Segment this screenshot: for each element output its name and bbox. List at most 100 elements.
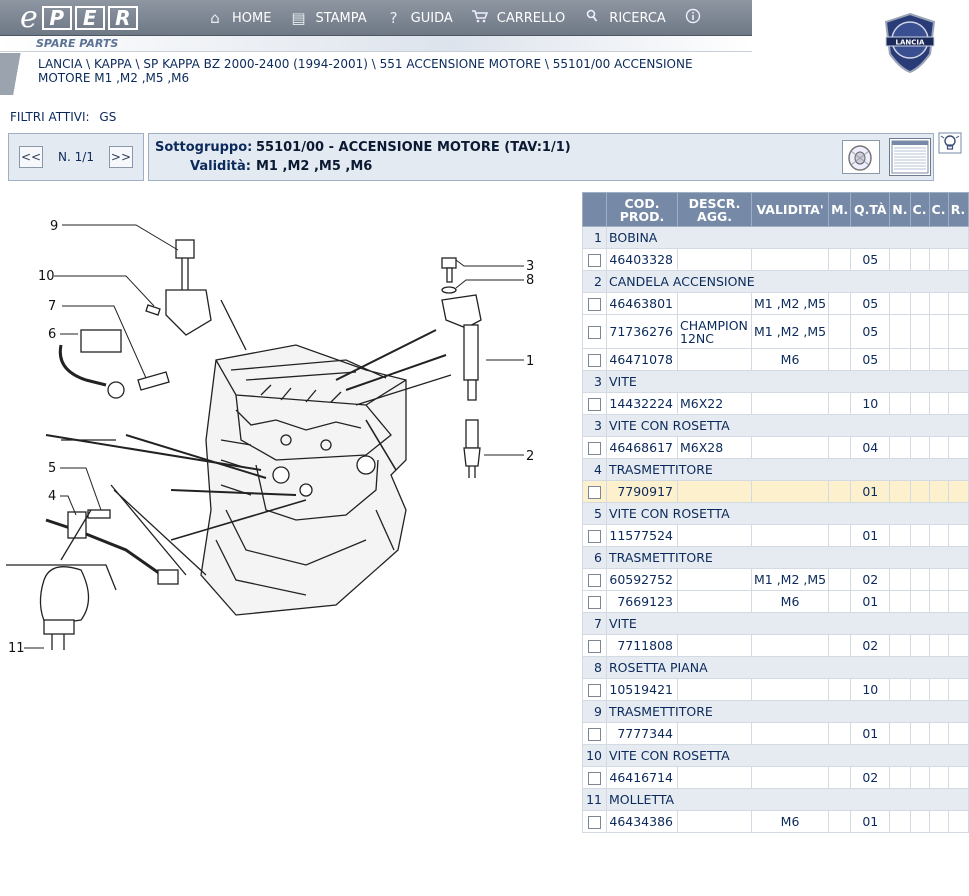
part-code[interactable]: 7790917 [606, 480, 678, 503]
part-qta: 04 [850, 436, 891, 459]
part-select-cell [582, 314, 607, 349]
part-code[interactable]: 7711808 [606, 634, 678, 657]
part-descr [677, 248, 752, 271]
part-descr [677, 810, 752, 833]
col-header-qta[interactable]: Q.TÀ [850, 192, 891, 227]
part-r [947, 568, 969, 591]
breadcrumb-decoration [0, 53, 30, 95]
part-n [889, 348, 911, 371]
part-select-checkbox[interactable] [588, 772, 601, 785]
part-code[interactable]: 11577524 [606, 524, 678, 547]
part-select-checkbox[interactable] [588, 254, 601, 267]
col-header-descr[interactable]: DESCR.AGG. [677, 192, 752, 227]
spare-parts-label: SPARE PARTS [36, 37, 119, 50]
col-header-c2[interactable]: C. [928, 192, 949, 227]
part-descr-text: M6X28 [680, 440, 724, 455]
part-select-cell [582, 248, 607, 271]
part-code[interactable]: 46434386 [606, 810, 678, 833]
part-select-cell [582, 392, 607, 415]
part-descr [677, 568, 752, 591]
top-toolbar: e P E R ⌂ HOME ▤ STAMPA ? GUIDA CARRELLO… [0, 0, 752, 36]
nav-print[interactable]: ▤ STAMPA [279, 0, 374, 36]
part-select-checkbox[interactable] [588, 816, 601, 829]
col-header-m[interactable]: M. [828, 192, 852, 227]
part-code[interactable]: 46471078 [606, 348, 678, 371]
group-number: 3 [582, 414, 607, 437]
validity-label: Validità: [190, 159, 251, 174]
logo-e-glyph: e [20, 0, 38, 35]
col-header-r[interactable]: R. [947, 192, 969, 227]
part-r [947, 480, 969, 503]
next-page-button[interactable]: >> [108, 146, 133, 168]
part-row[interactable]: 7711808 02 [582, 634, 969, 657]
part-c2 [928, 248, 949, 271]
part-select-checkbox[interactable] [588, 326, 601, 339]
nav-help[interactable]: ? GUIDA [375, 0, 461, 36]
part-select-checkbox[interactable] [588, 728, 601, 741]
part-code[interactable]: 10519421 [606, 678, 678, 701]
col-header-validity[interactable]: VALIDITA' [750, 192, 830, 227]
component-view-button[interactable] [842, 140, 880, 174]
col-header-n[interactable]: N. [889, 192, 911, 227]
col-header-c1[interactable]: C. [909, 192, 930, 227]
breadcrumb[interactable]: LANCIA \ KAPPA \ SP KAPPA BZ 2000-2400 (… [38, 57, 693, 85]
part-select-checkbox[interactable] [588, 354, 601, 367]
part-select-checkbox[interactable] [588, 486, 601, 499]
nav-cart[interactable]: CARRELLO [461, 0, 574, 36]
part-code[interactable]: 46468617 [606, 436, 678, 459]
part-m [828, 810, 852, 833]
part-select-cell [582, 590, 607, 613]
part-m [828, 568, 852, 591]
group-name: VITE CON ROSETTA [606, 502, 969, 525]
hint-lightbulb-icon[interactable] [938, 132, 962, 154]
part-select-checkbox[interactable] [588, 596, 601, 609]
part-select-checkbox[interactable] [588, 398, 601, 411]
part-descr [677, 766, 752, 789]
part-code[interactable]: 46463801 [606, 292, 678, 315]
part-code[interactable]: 46416714 [606, 766, 678, 789]
prev-page-button[interactable]: << [19, 146, 43, 168]
part-code[interactable]: 14432224 [606, 392, 678, 415]
col-header-code[interactable]: COD.PROD. [606, 192, 678, 227]
part-r [947, 314, 969, 349]
part-select-checkbox[interactable] [588, 530, 601, 543]
exploded-parts-drawing[interactable]: 9 10 7 6 5 4 11 3 8 1 2 [6, 210, 538, 660]
nav-home[interactable]: ⌂ HOME [196, 0, 279, 36]
part-code[interactable]: 60592752 [606, 568, 678, 591]
part-select-checkbox[interactable] [588, 640, 601, 653]
part-select-checkbox[interactable] [588, 298, 601, 311]
part-m [828, 524, 852, 547]
part-c1 [909, 524, 930, 547]
part-code[interactable]: 71736276 [606, 314, 678, 349]
part-n [889, 678, 911, 701]
nav-search[interactable]: RICERCA [573, 0, 674, 36]
part-qta: 02 [850, 634, 891, 657]
part-select-checkbox[interactable] [588, 684, 601, 697]
part-code[interactable]: 7669123 [606, 590, 678, 613]
part-descr: M6X28 [677, 436, 752, 459]
nav-info[interactable] [674, 0, 718, 36]
table-view-button[interactable] [889, 138, 931, 176]
part-code[interactable]: 46403328 [606, 248, 678, 271]
part-select-checkbox[interactable] [588, 574, 601, 587]
part-select-checkbox[interactable] [588, 442, 601, 455]
part-code[interactable]: 7777344 [606, 722, 678, 745]
group-name: ROSETTA PIANA [606, 656, 969, 679]
